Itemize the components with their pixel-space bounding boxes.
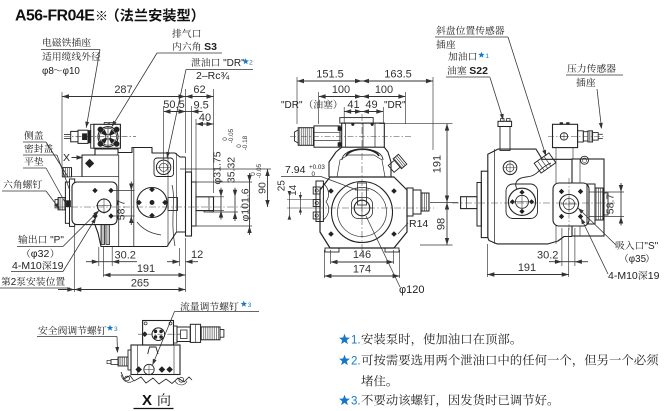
svg-text:φ120: φ120 (399, 284, 425, 296)
svg-text:φ8: φ8 (42, 66, 54, 77)
svg-text:58.7: 58.7 (605, 194, 617, 215)
svg-text:19: 19 (648, 270, 660, 282)
svg-text:41: 41 (347, 99, 359, 111)
svg-text:"DR": "DR" (281, 100, 303, 111)
svg-text:"DR": "DR" (223, 58, 245, 69)
svg-text:R14: R14 (409, 218, 428, 230)
svg-text:191: 191 (518, 262, 536, 274)
svg-text:φ10: φ10 (63, 66, 81, 77)
svg-text:49: 49 (365, 99, 377, 111)
svg-text:3: 3 (248, 302, 252, 309)
svg-text:φ35: φ35 (629, 254, 647, 265)
svg-text:265: 265 (131, 278, 149, 290)
svg-text:30.2: 30.2 (115, 250, 136, 262)
svg-text:-0.05: -0.05 (256, 163, 263, 178)
svg-text:S3: S3 (204, 41, 217, 53)
svg-text:146: 146 (353, 249, 371, 261)
svg-text:4-M10: 4-M10 (12, 260, 42, 272)
svg-text:0: 0 (236, 144, 243, 148)
svg-text:151.5: 151.5 (316, 69, 344, 81)
svg-text:S22: S22 (469, 65, 488, 77)
svg-text:100: 100 (375, 84, 393, 96)
svg-text:0: 0 (222, 137, 229, 141)
svg-text:62: 62 (193, 84, 205, 96)
svg-text:191: 191 (432, 155, 444, 173)
svg-text:2.: 2. (351, 356, 361, 368)
svg-text:"DR": "DR" (384, 100, 406, 111)
svg-text:4-M10: 4-M10 (608, 270, 638, 282)
svg-text:0: 0 (250, 172, 257, 176)
svg-text:φ31.75: φ31.75 (212, 151, 224, 184)
svg-text:58.7: 58.7 (116, 200, 128, 221)
svg-text:191: 191 (137, 263, 155, 275)
svg-text:2–Rc¾: 2–Rc¾ (196, 70, 230, 82)
svg-text:90: 90 (257, 182, 269, 194)
svg-text:φ32: φ32 (31, 248, 50, 260)
svg-text:100: 100 (332, 84, 350, 96)
svg-text:174: 174 (353, 264, 371, 276)
svg-text:7.94: 7.94 (285, 164, 306, 176)
svg-text:14: 14 (288, 184, 299, 196)
svg-text:40: 40 (199, 112, 211, 124)
svg-text:-0.18: -0.18 (242, 135, 249, 150)
svg-text:1.: 1. (351, 335, 361, 347)
svg-text:3.: 3. (351, 396, 361, 408)
svg-text:9.5: 9.5 (194, 100, 209, 112)
svg-text:98: 98 (436, 218, 448, 230)
svg-text:φ101.6: φ101.6 (240, 188, 252, 221)
svg-text:163.5: 163.5 (384, 69, 412, 81)
svg-text:25: 25 (277, 180, 288, 192)
svg-text:"S": "S" (644, 241, 658, 252)
svg-text:+0.03: +0.03 (309, 164, 325, 171)
svg-text:50.5: 50.5 (163, 99, 184, 111)
svg-text:2: 2 (11, 277, 16, 288)
svg-text:12: 12 (191, 249, 203, 261)
svg-text:287: 287 (114, 84, 132, 96)
svg-text:35.32: 35.32 (226, 157, 238, 183)
svg-text:X: X (63, 152, 70, 164)
svg-text:3: 3 (114, 326, 118, 333)
svg-text:-0.05: -0.05 (228, 128, 235, 143)
svg-text:"P": "P" (50, 235, 64, 246)
svg-text:X: X (142, 392, 152, 409)
svg-text:A56-FR04E: A56-FR04E (15, 8, 94, 25)
svg-text:19: 19 (52, 260, 64, 272)
svg-text:30.2: 30.2 (537, 250, 558, 262)
svg-text:0: 0 (312, 171, 316, 178)
svg-text:2: 2 (249, 60, 253, 67)
svg-text:1: 1 (485, 53, 489, 60)
